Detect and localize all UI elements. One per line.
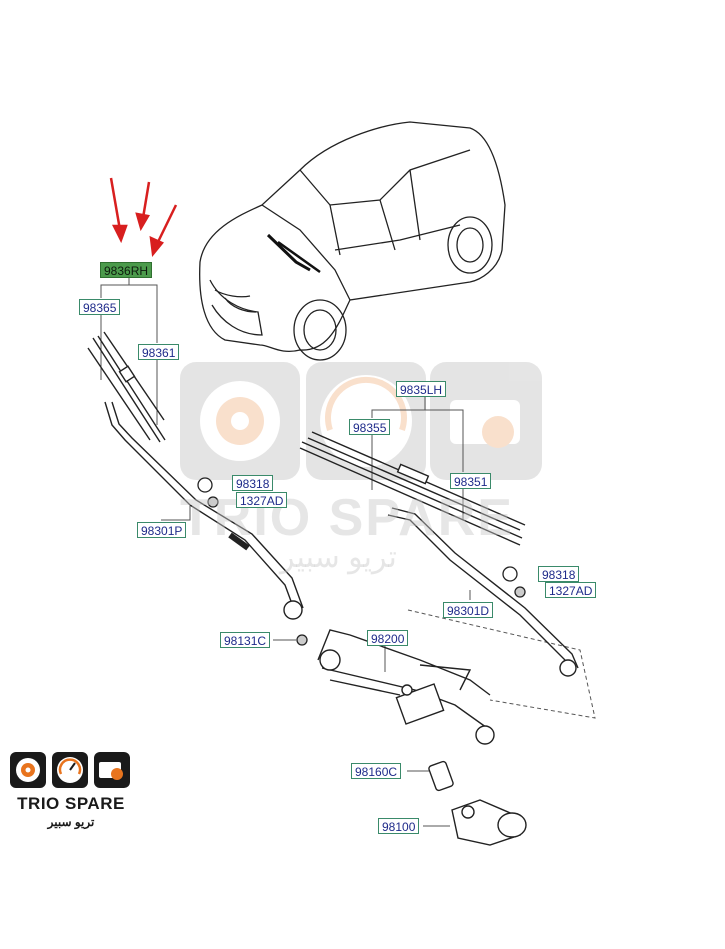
fastener-parts <box>197 477 526 646</box>
part-label-98200[interactable]: 98200 <box>367 630 409 646</box>
wiper-motor <box>428 760 527 846</box>
part-label-98301d[interactable]: 98301D <box>443 602 494 618</box>
part-label-98160c[interactable]: 98160C <box>351 763 402 779</box>
brand-name-en: TRIO SPARE <box>17 794 125 813</box>
wiper-blade-rh <box>87 331 166 443</box>
brand-logo-icons <box>10 752 130 788</box>
part-label-98100[interactable]: 98100 <box>378 818 420 834</box>
part-label-98361[interactable]: 98361 <box>138 344 180 360</box>
wiper-linkage <box>317 629 495 745</box>
red-arrows <box>109 177 178 258</box>
part-label-98355[interactable]: 98355 <box>349 419 391 435</box>
wiper-blade-lh <box>299 431 526 546</box>
brand-name-ar: تريو سبير <box>47 815 95 829</box>
part-label-9835lh[interactable]: 9835LH <box>396 381 447 397</box>
watermark-text-en: TRIO SPARE <box>180 489 514 547</box>
wiper-arm-rh <box>104 401 304 620</box>
part-label-98365[interactable]: 98365 <box>79 299 121 315</box>
wiper-arm-lh <box>387 507 579 677</box>
part-label-98318-left[interactable]: 98318 <box>232 475 274 491</box>
part-label-98318-right[interactable]: 98318 <box>538 566 580 582</box>
car-illustration <box>199 121 506 361</box>
part-label-98351[interactable]: 98351 <box>450 473 492 489</box>
part-label-1327ad-right[interactable]: 1327AD <box>545 582 597 598</box>
part-label-1327ad-left[interactable]: 1327AD <box>236 492 288 508</box>
part-label-98301p[interactable]: 98301P <box>137 522 187 538</box>
leader-lines <box>100 277 596 827</box>
part-label-98131c[interactable]: 98131C <box>220 632 271 648</box>
part-label-9836rh[interactable]: 9836RH <box>100 262 153 278</box>
watermark-text-ar: تريو سبير <box>280 541 397 574</box>
